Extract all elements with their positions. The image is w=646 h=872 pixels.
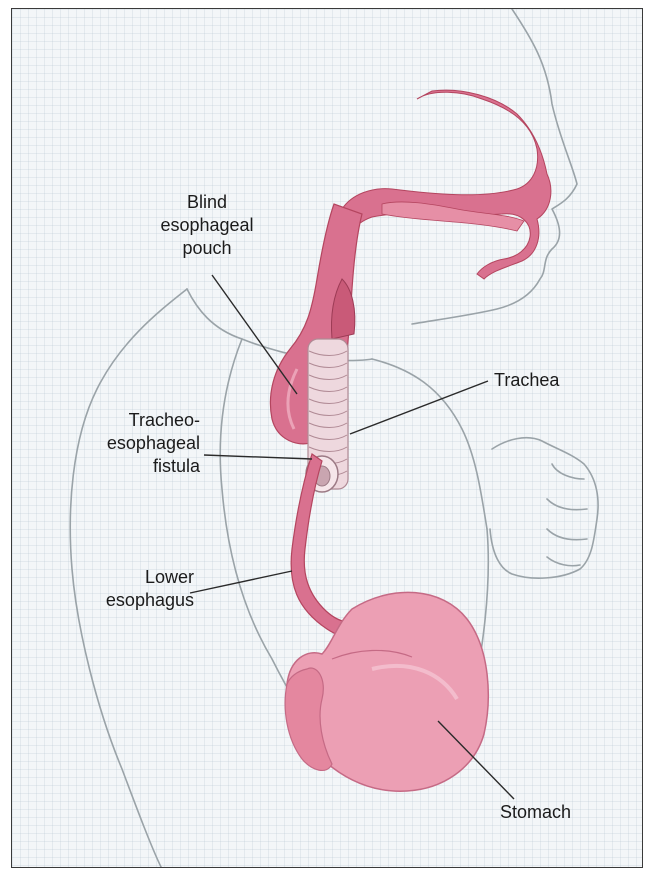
label-line: Stomach (500, 801, 571, 824)
label-stomach: Stomach (500, 801, 571, 824)
label-blind-esophageal-pouch: Blind esophageal pouch (132, 191, 282, 260)
label-line: Lower (46, 566, 194, 589)
illustration-frame: Blind esophageal pouch Trachea Tracheo- … (11, 8, 643, 868)
label-line: Blind (132, 191, 282, 214)
pouch-leader (212, 275, 297, 394)
label-line: esophageal (132, 214, 282, 237)
label-trachea: Trachea (494, 369, 559, 392)
nasal-cavity (331, 90, 551, 279)
label-line: fistula (50, 455, 200, 478)
label-line: esophageal (50, 432, 200, 455)
label-tracheoesophageal-fistula: Tracheo- esophageal fistula (50, 409, 200, 478)
label-line: esophagus (46, 589, 194, 612)
label-line: Trachea (494, 369, 559, 392)
label-lower-esophagus: Lower esophagus (46, 566, 194, 612)
label-line: Tracheo- (50, 409, 200, 432)
trachea-leader (350, 381, 488, 434)
label-line: pouch (132, 237, 282, 260)
